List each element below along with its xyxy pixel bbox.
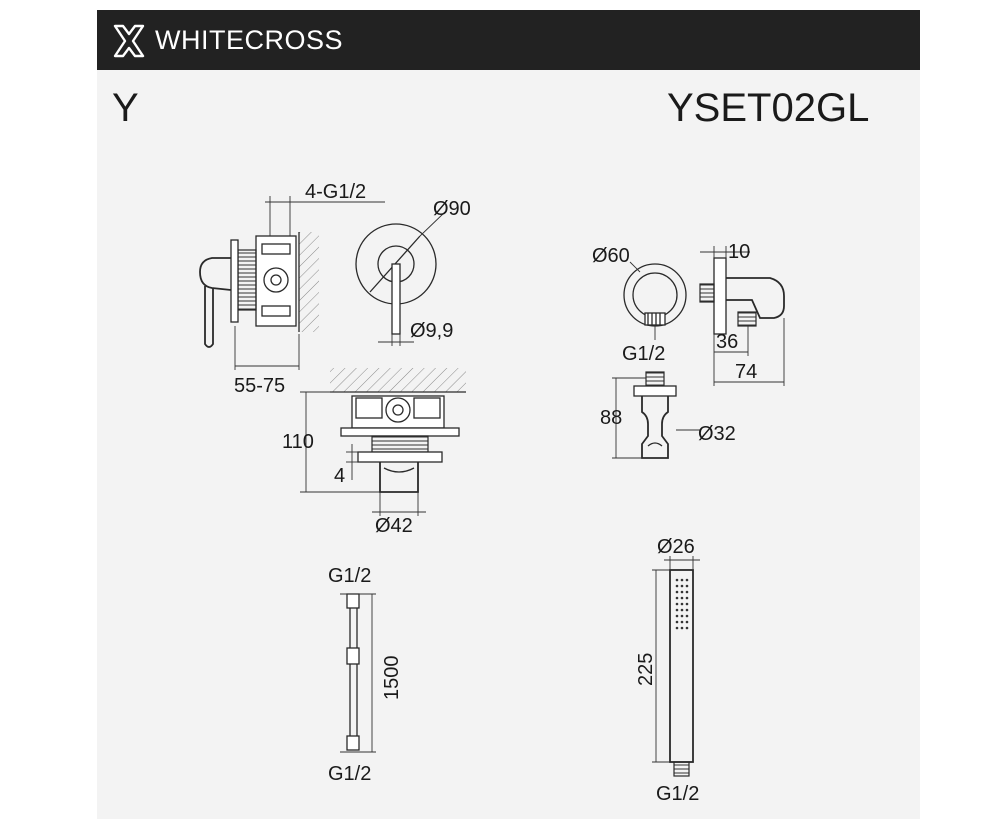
- plate-diameter-label: Ø90: [433, 198, 471, 220]
- wall-outlet-front-view: [623, 263, 687, 327]
- hose-top-thread-label: G1/2: [328, 565, 371, 587]
- hose-dimensions: [340, 593, 376, 753]
- outlet-depth-label: 74: [735, 361, 757, 383]
- mixer-front-view: [355, 223, 437, 335]
- model-code: YSET02GL: [667, 86, 870, 130]
- lever-diameter-label: Ø9,9: [410, 320, 453, 342]
- mixer-front-dimensions: [378, 211, 446, 346]
- flange-diameter-label: Ø60: [592, 245, 630, 267]
- holder-diameter-label: Ø32: [698, 423, 736, 445]
- drawing-sheet: [97, 10, 920, 819]
- hose-bottom-thread-label: G1/2: [328, 763, 371, 785]
- mixer-top-view: [330, 368, 466, 493]
- series-letter: Y: [112, 86, 139, 130]
- outlet-thickness-label: 10: [728, 241, 750, 263]
- inlet-thread-label: 4-G1/2: [305, 181, 366, 203]
- spray-nozzle-dots: [675, 578, 689, 630]
- shower-diameter-label: Ø26: [657, 536, 695, 558]
- hose-view: [346, 593, 360, 751]
- hose-length-label: 1500: [381, 656, 403, 701]
- cross-outline-logo-icon: [113, 24, 145, 58]
- wall-depth-label: 55-75: [234, 375, 285, 397]
- brand-header-bar: [97, 10, 920, 70]
- mixer-side-view: [199, 232, 319, 348]
- outlet-thread-label: G1/2: [622, 343, 665, 365]
- mixer-top-dimensions: [300, 391, 426, 516]
- holder-height-label: 88: [600, 407, 622, 429]
- hand-shower-view: [669, 569, 694, 777]
- hand-shower-dimensions: [652, 556, 700, 763]
- shower-holder-view: [633, 371, 677, 459]
- mixer-side-dimensions: [234, 196, 385, 370]
- body-height-label: 110: [282, 431, 314, 453]
- shower-thread-label: G1/2: [656, 783, 699, 805]
- shower-length-label: 225: [635, 653, 657, 686]
- shower-holder-dimensions: [612, 377, 700, 459]
- spout-diameter-label: Ø42: [375, 515, 413, 537]
- plate-gap-label: 4: [334, 465, 345, 487]
- brand-name: WHITECROSS: [155, 25, 344, 55]
- wall-outlet-front-dimensions: [629, 261, 656, 340]
- wall-outlet-side-view: [699, 257, 785, 335]
- wall-outlet-side-dimensions: [700, 246, 785, 386]
- outlet-offset-label: 36: [716, 331, 738, 353]
